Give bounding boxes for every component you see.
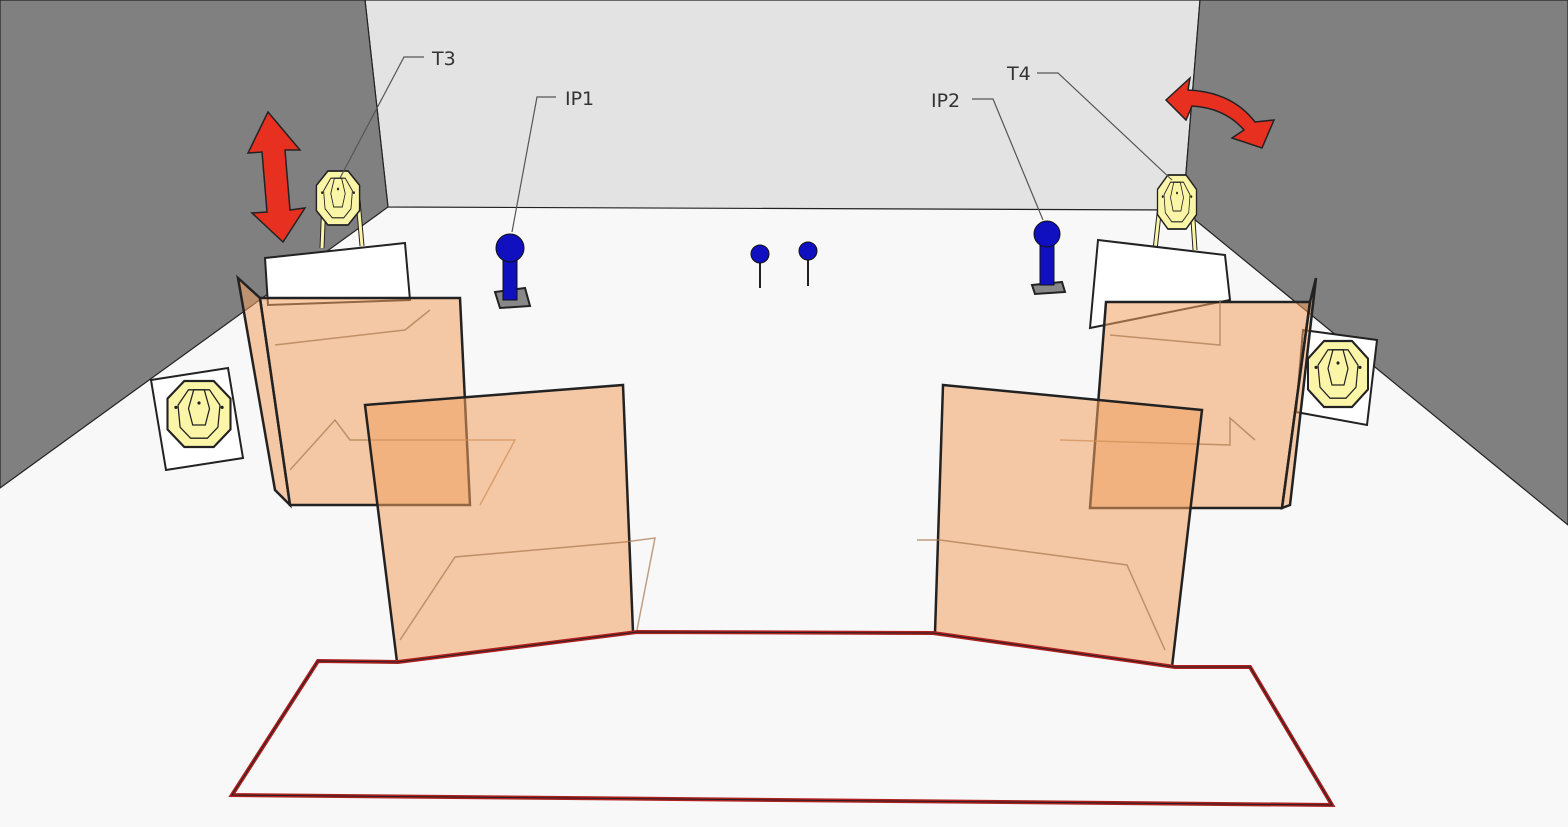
back-wall [364,0,1201,211]
leader-t3 [339,56,424,179]
label-ip2: IP2 [931,90,960,112]
popper-ip2 [1030,220,1067,296]
barrier-right-front [917,383,1204,669]
barrier-left-front [363,383,656,664]
label-t4: T4 [1006,63,1031,85]
vertical-movement-arrow-icon [246,110,307,244]
popper-ip1 [493,233,532,310]
label-t3: T3 [431,48,456,70]
right-wall [1182,0,1568,526]
mini-poppers [750,241,818,288]
left-wall [0,0,389,489]
swinging-movement-arrow-icon [1164,75,1276,149]
leader-t4 [1037,72,1173,181]
target-t4 [1152,174,1198,251]
fault-line-edge [231,631,1333,806]
target-t3 [315,170,365,249]
target-left-side [149,366,245,472]
label-ip1: IP1 [565,88,594,110]
leader-ip1 [511,96,556,233]
leader-ip2 [972,98,1044,221]
